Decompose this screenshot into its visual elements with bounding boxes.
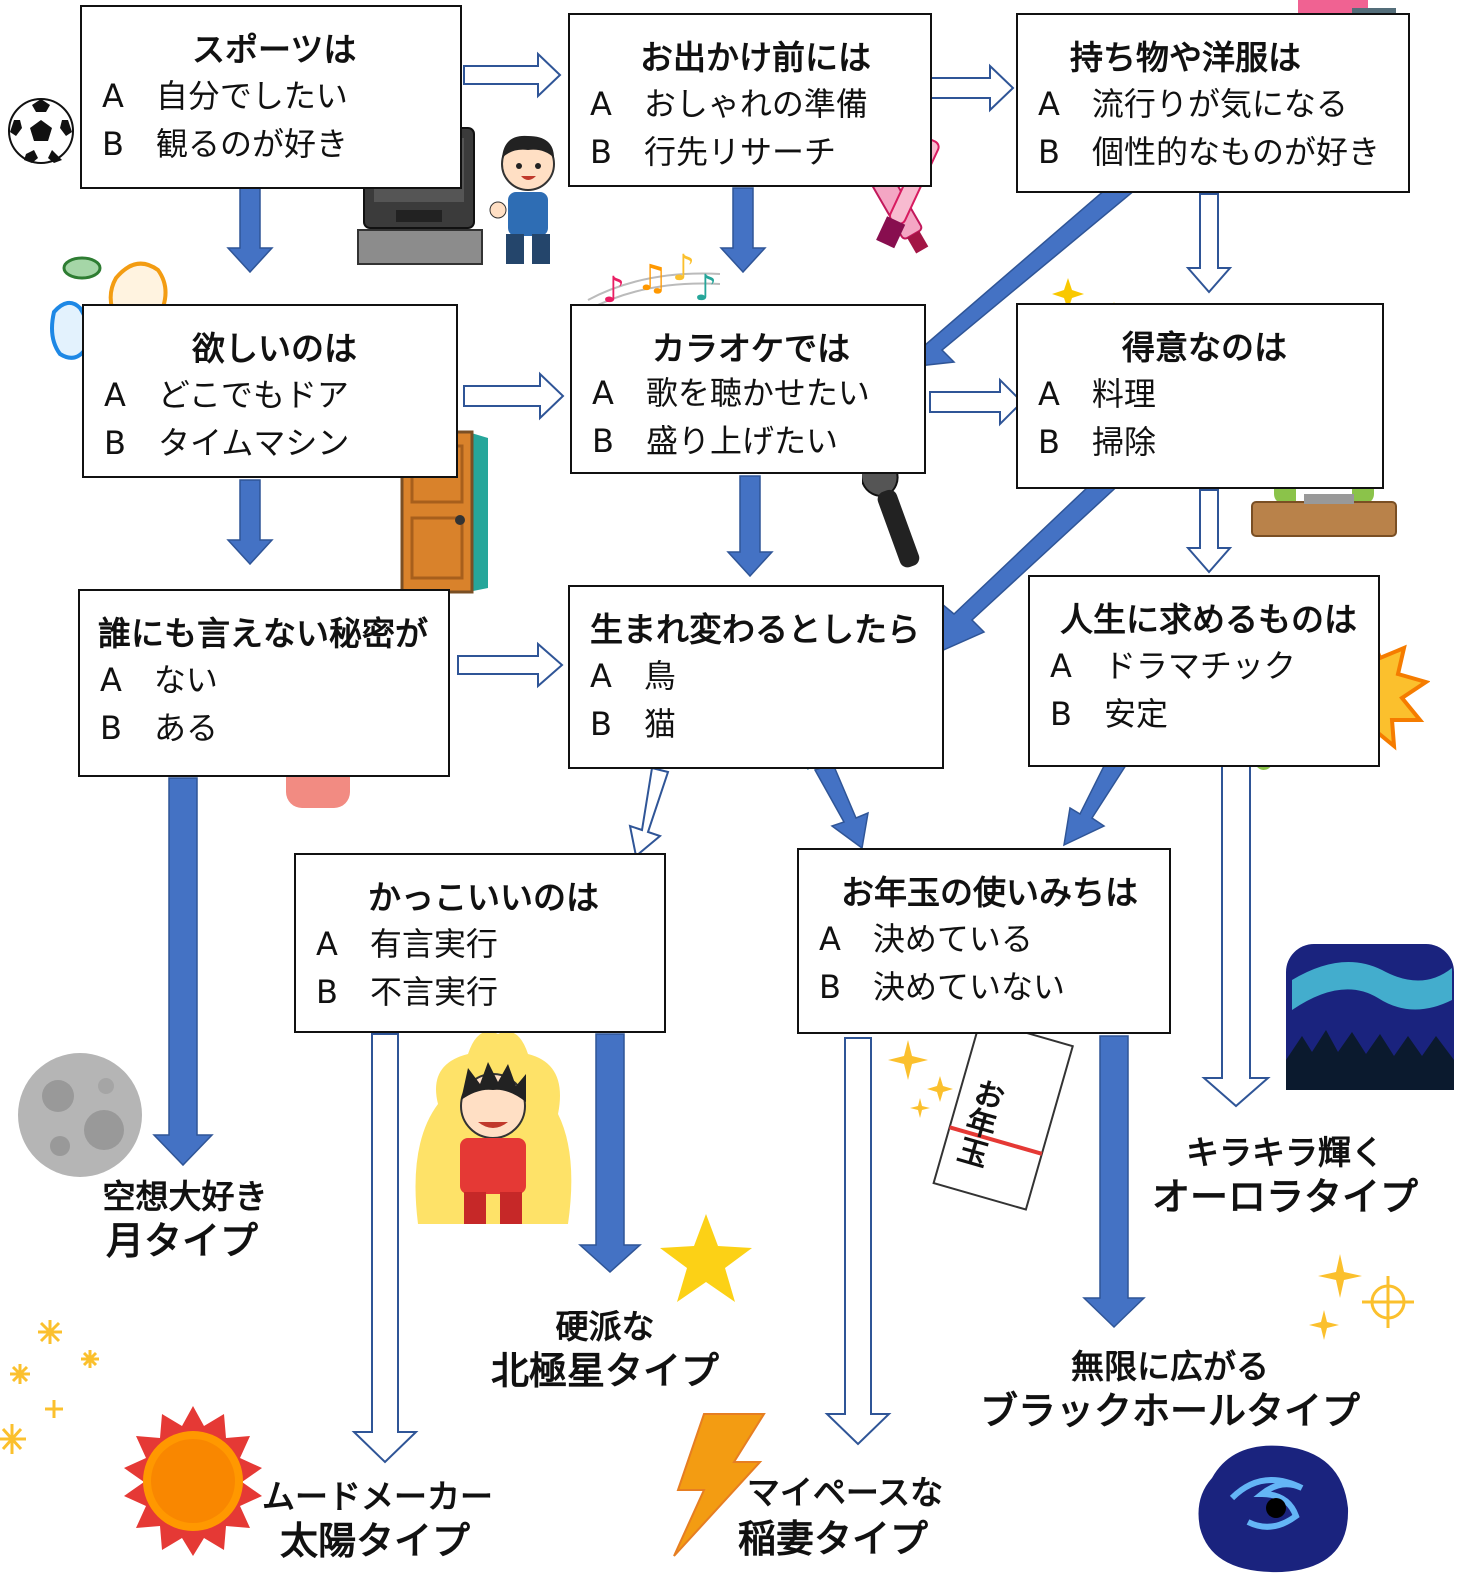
question-title: 誰にも言えない秘密が: [98, 614, 428, 653]
option-a: A 流行りが気になる: [1038, 85, 1348, 123]
question-box-cool: かっこいいのは A 有言実行 B 不言実行: [294, 853, 666, 1033]
sparkle-icon: [1309, 1254, 1414, 1340]
option-a: A どこでもドア: [104, 376, 349, 414]
question-title: お年玉の使いみちは: [841, 873, 1138, 912]
arrow-b-reborn-to-cool: [628, 766, 670, 858]
result-sun-subtitle: ムードメーカー: [262, 1477, 493, 1516]
question-box-sports: スポーツは A 自分でしたい B 観るのが好き: [80, 5, 462, 189]
result-lightning-subtitle: マイペースな: [746, 1473, 944, 1512]
question-box-secret: 誰にも言えない秘密が A ない B ある: [78, 589, 450, 777]
question-box-items: 持ち物や洋服は A 流行りが気になる B 個性的なものが好き: [1016, 13, 1410, 193]
svg-text:♪: ♪: [694, 268, 717, 309]
svg-text:♪: ♪: [672, 248, 695, 289]
question-title: 欲しいのは: [192, 329, 357, 368]
result-sun-title: 太陽タイプ: [279, 1519, 470, 1563]
result-polaris-title: 北極星タイプ: [490, 1349, 719, 1393]
option-b: B ある: [100, 709, 218, 747]
question-box-karaoke: カラオケでは A 歌を聴かせたい B 盛り上げたい: [570, 304, 926, 474]
option-a: A 料理: [1038, 375, 1156, 413]
option-b: B 行先リサーチ: [590, 133, 836, 171]
question-title: 生まれ変わるとしたら: [590, 610, 920, 649]
option-b: B 盛り上げたい: [592, 422, 838, 460]
door-icon: [400, 430, 488, 594]
option-b: B 猫: [590, 705, 676, 743]
lightning-icon: [673, 1413, 766, 1557]
arrow-b-want-to-karaoke: [463, 371, 565, 421]
option-b: B 掃除: [1038, 423, 1156, 461]
question-box-outing: お出かけ前には A おしゃれの準備 B 行先リサーチ: [568, 13, 932, 187]
result-lightning-title: 稲妻タイプ: [737, 1517, 928, 1561]
arrow-b-secret-to-reborn: [457, 641, 564, 689]
option-b: B 観るのが好き: [102, 125, 348, 163]
arrow-a-reborn-to-otoshidama: [813, 763, 869, 850]
option-a: A おしゃれの準備: [590, 85, 868, 123]
result-aurora-title: オーロラタイプ: [1151, 1175, 1418, 1219]
music-notes-icon: ♪ ♫ ♪ ♪: [587, 248, 721, 311]
result-aurora-subtitle: キラキラ輝く: [1186, 1133, 1384, 1172]
option-b: B 安定: [1050, 695, 1168, 733]
arrow-b-karaoke-to-skill: [929, 377, 1024, 427]
sparkle-icon: [888, 1040, 953, 1118]
question-title: 得意なのは: [1122, 328, 1287, 367]
svg-text:♫: ♫: [636, 258, 668, 299]
question-box-want: 欲しいのは A どこでもドア B タイムマシン: [82, 304, 458, 478]
soccer-ball-icon: [8, 98, 74, 164]
option-a: A 決めている: [819, 920, 1033, 958]
option-b: B タイムマシン: [104, 424, 350, 462]
fired-up-boy-icon: [415, 1031, 572, 1224]
question-box-life: 人生に求めるものは A ドラマチック B 安定: [1028, 575, 1380, 767]
arrow-b-items-to-skill: [1185, 193, 1233, 294]
arrow-a-outing-to-karaoke: [719, 187, 767, 274]
option-a: A 鳥: [590, 657, 676, 695]
question-box-reborn: 生まれ変わるとしたら A 鳥 B 猫: [568, 585, 944, 769]
moon-icon: [18, 1053, 142, 1177]
svg-text:♪: ♪: [602, 270, 625, 311]
result-blackhole-title: ブラックホールタイプ: [979, 1389, 1360, 1433]
arrow-a-karaoke-to-reborn: [726, 475, 774, 578]
arrow-b-skill-to-life: [1185, 489, 1233, 574]
arrow-a-skill-to-reborn: [928, 464, 1126, 658]
arrow-b-life-to-aurora: [1201, 765, 1271, 1108]
option-a: A ない: [100, 661, 218, 699]
result-polaris-subtitle: 硬派な: [555, 1307, 655, 1346]
option-b: B 不言実行: [316, 973, 498, 1011]
aurora-icon: [1286, 944, 1454, 1090]
sparkle-icon: [0, 1320, 99, 1454]
result-moon-subtitle: 空想大好き: [102, 1177, 268, 1216]
arrow-a-cool-to-polaris: [578, 1033, 642, 1274]
result-blackhole-subtitle: 無限に広がる: [1071, 1347, 1269, 1386]
option-a: A 歌を聴かせたい: [592, 374, 870, 412]
arrow-a-want-to-secret: [226, 479, 274, 566]
star-icon: [660, 1214, 752, 1302]
arrow-b-sports-to-outing: [463, 51, 562, 99]
arrow-b-outing-to-items: [929, 63, 1015, 113]
arrow-b-cool-to-sun: [351, 1033, 419, 1464]
arrow-a-secret-to-moon: [152, 777, 214, 1167]
option-b: B 個性的なものが好き: [1038, 133, 1380, 171]
question-box-skill: 得意なのは A 料理 B 掃除: [1016, 303, 1384, 489]
question-box-otoshidama: お年玉の使いみちは A 決めている B 決めていない: [797, 848, 1171, 1034]
question-title: 人生に求めるものは: [1060, 600, 1357, 639]
option-a: A 有言実行: [316, 925, 498, 963]
option-a: A ドラマチック: [1050, 647, 1296, 685]
question-title: スポーツは: [192, 30, 357, 69]
black-hole-icon: [1198, 1445, 1349, 1573]
arrow-a-life-to-otoshidama: [1063, 753, 1130, 847]
option-a: A 自分でしたい: [102, 77, 348, 115]
question-title: お出かけ前には: [640, 38, 871, 77]
question-title: カラオケでは: [652, 329, 850, 368]
question-title: 持ち物や洋服は: [1070, 38, 1301, 77]
option-b: B 決めていない: [819, 968, 1065, 1006]
question-title: かっこいいのは: [368, 878, 599, 917]
sun-icon: [124, 1406, 262, 1556]
arrow-a-sports-to-want: [226, 187, 274, 274]
result-moon-title: 月タイプ: [105, 1219, 258, 1263]
arrow-a-otoshidama-to-blackhole: [1082, 1035, 1146, 1329]
envelope-icon: お年玉: [932, 1024, 1074, 1211]
cheering-boy-icon: [489, 135, 555, 264]
arrow-b-otoshidama-to-lightning: [824, 1037, 892, 1446]
